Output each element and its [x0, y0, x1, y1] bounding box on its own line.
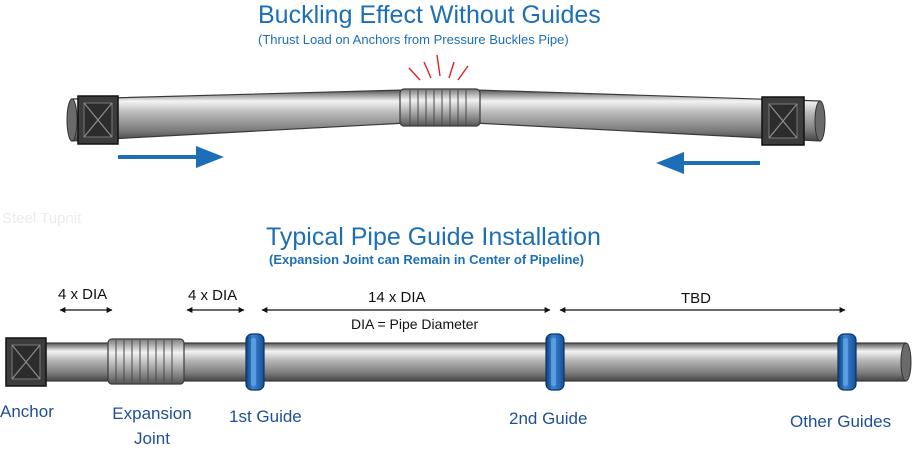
dim-label-1: 4 x DIA — [58, 286, 108, 303]
thrust-arrow-right — [118, 146, 224, 168]
dia-note: DIA = Pipe Diameter — [351, 316, 479, 332]
guide-2-label: 2nd Guide — [509, 409, 588, 428]
dim-label-3: 14 x DIA — [368, 289, 426, 306]
expansion-label-line1: Expansion — [112, 404, 192, 423]
anchor-label: Anchor — [0, 402, 54, 421]
buckled-expansion-joint — [399, 88, 481, 127]
guide-1-label: 1st Guide — [229, 407, 302, 426]
bottom-subtitle: (Expansion Joint can Remain in Center of… — [269, 252, 584, 267]
guide-other — [837, 333, 857, 391]
stress-lines — [408, 54, 469, 81]
bottom-title: Typical Pipe Guide Installation — [266, 223, 601, 251]
guide-1 — [245, 333, 265, 391]
right-pipe-end — [814, 100, 826, 142]
expansion-joint — [107, 338, 185, 385]
left-pipe-segment — [71, 89, 407, 142]
guide-2 — [545, 333, 565, 391]
top-title: Buckling Effect Without Guides — [258, 1, 601, 29]
anchor-block — [5, 337, 47, 387]
pipe-right-end — [900, 342, 912, 382]
left-anchor-block — [77, 95, 119, 145]
expansion-label-line2: Joint — [134, 429, 170, 448]
left-pipe-end — [66, 98, 78, 142]
other-guides-label: Other Guides — [790, 412, 892, 431]
right-anchor-block — [761, 96, 805, 146]
watermark: Steel Tupnit — [2, 210, 82, 227]
dim-label-4: TBD — [681, 290, 711, 307]
top-subtitle: (Thrust Load on Anchors from Pressure Bu… — [258, 32, 569, 47]
thrust-arrow-left — [656, 152, 760, 174]
dim-label-2: 4 x DIA — [188, 287, 238, 304]
